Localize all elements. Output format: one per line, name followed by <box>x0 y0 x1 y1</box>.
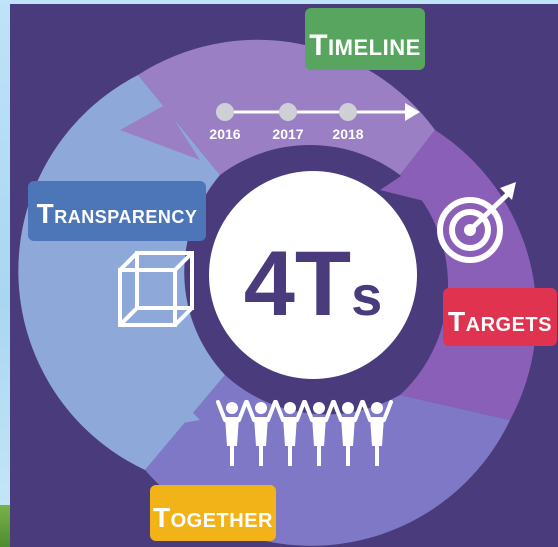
svg-text:TARGETS: TARGETS <box>448 306 552 337</box>
svg-text:TRANSPARENCY: TRANSPARENCY <box>37 198 198 229</box>
ring-arrow-top-right <box>380 150 460 210</box>
label-first-letter: T <box>37 198 55 229</box>
label-transparency: TRANSPARENCY <box>28 181 206 241</box>
label-together: TOGETHER <box>150 485 276 541</box>
center-circle <box>209 171 417 379</box>
center-label: 4Ts <box>244 233 383 335</box>
label-rest: ARGETS <box>466 314 552 336</box>
center-label-main: 4T <box>244 233 351 335</box>
label-rest: RANSPARENCY <box>54 207 197 227</box>
transparent-cube-icon <box>118 251 194 327</box>
label-timeline: TIMELINE <box>305 8 425 70</box>
timeline-year: 2016 <box>209 126 240 142</box>
ring-arrow-bottom-right <box>380 395 445 440</box>
ring-arrow-bottom-left <box>140 380 200 430</box>
timeline-year: 2018 <box>332 126 363 142</box>
label-rest: IMELINE <box>328 35 421 60</box>
svg-text:TOGETHER: TOGETHER <box>153 502 273 533</box>
svg-text:TIMELINE: TIMELINE <box>309 29 421 62</box>
people-group-icon <box>216 400 393 466</box>
timeline-year: 2017 <box>272 126 303 142</box>
label-first-letter: T <box>448 306 466 337</box>
target-dartboard-icon <box>437 182 516 263</box>
center-label-suffix: s <box>351 264 382 327</box>
label-first-letter: T <box>309 29 328 62</box>
timeline-arrow-icon <box>216 103 420 121</box>
label-targets: TARGETS <box>443 288 557 346</box>
label-first-letter: T <box>153 502 171 533</box>
ring-arrow-top-left <box>120 105 200 160</box>
label-rest: OGETHER <box>171 510 273 532</box>
